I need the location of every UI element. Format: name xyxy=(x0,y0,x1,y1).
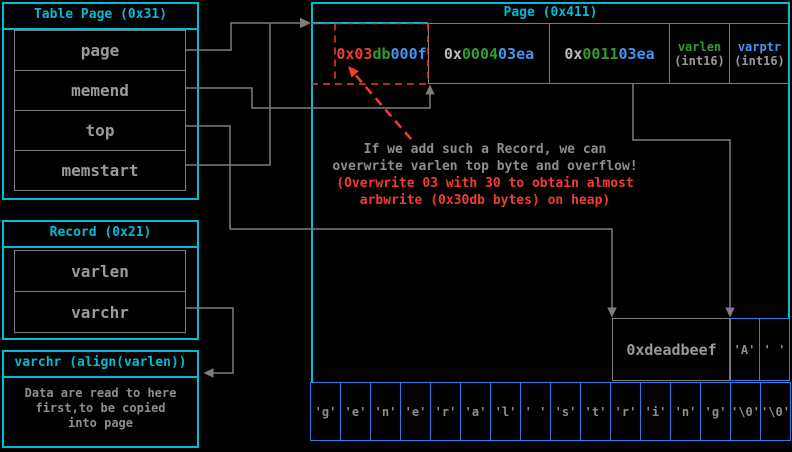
deadbeef-cell: 0xdeadbeef xyxy=(612,318,731,381)
heap-char-space: ' ' xyxy=(763,342,786,357)
string-byte-cell: 'e' xyxy=(400,382,431,441)
varptr-value: 03ea xyxy=(498,44,535,63)
field-top: top xyxy=(14,110,186,151)
varptr-value: 03ea xyxy=(618,44,655,63)
string-byte-cell: 'r' xyxy=(610,382,641,441)
varchr-note-line1: Data are read to here xyxy=(24,386,177,400)
page-box-left-border xyxy=(311,2,313,382)
varlen-value: 0011 xyxy=(582,44,619,63)
heap-char-A: 'A' xyxy=(733,342,756,357)
field-memend: memend xyxy=(14,70,186,111)
annotation-red-line1: (Overwrite 03 with 30 to obtain almost xyxy=(336,176,634,191)
string-byte-cell: 'g' xyxy=(700,382,731,441)
arrowhead-into-varchr xyxy=(203,368,214,378)
arrowhead-top xyxy=(607,307,617,318)
varlen-high-byte: 0x03 xyxy=(336,44,373,63)
varchr-buffer-box: varchr (align(varlen)) Data are read to … xyxy=(2,350,199,448)
string-byte-cell: 'n' xyxy=(370,382,401,441)
page-box-top-border xyxy=(311,2,790,4)
varlen-column-name: varlen xyxy=(677,39,722,54)
string-byte-cell: 'g' xyxy=(310,382,341,441)
record-fields: varlen varchr xyxy=(14,250,186,333)
field-memstart-label: memstart xyxy=(61,161,139,180)
hex-prefix: 0x xyxy=(443,44,462,63)
deadbeef-value: 0xdeadbeef xyxy=(626,340,717,359)
hex-prefix: 0x xyxy=(564,44,583,63)
string-byte-cell: 'r' xyxy=(430,382,461,441)
field-page-label: page xyxy=(80,41,120,60)
string-byte-cell: 't' xyxy=(580,382,611,441)
record3-hex-cell: 0x001103ea xyxy=(549,23,670,84)
varchr-note-line2: first,to be copied xyxy=(35,401,166,415)
string-byte-cell: 'e' xyxy=(340,382,371,441)
varptr-column-header: varptr (int16) xyxy=(729,23,790,84)
arrowhead-memend xyxy=(425,84,435,95)
arrowhead-into-page xyxy=(300,17,311,29)
record-hex-cell: 0x03db000f xyxy=(335,23,428,84)
table-page-fields: page memend top memstart xyxy=(14,30,186,191)
varchr-buffer-title: varchr (align(varlen)) xyxy=(4,352,197,378)
record2-hex-cell: 0x000403ea xyxy=(428,23,550,84)
varchr-note-line3: into page xyxy=(67,416,134,430)
annotation-gray-line1: If we add such a Record, we can xyxy=(363,142,607,157)
field-varchr: varchr xyxy=(14,291,186,333)
varptr-column-name: varptr xyxy=(737,39,782,54)
page-title: Page (0x411) xyxy=(503,5,598,20)
varlen-low-byte: db xyxy=(372,44,391,63)
string-byte-cell: 'a' xyxy=(460,382,491,441)
varptr-column-type: (int16) xyxy=(734,53,785,68)
varchr-buffer-note: Data are read to here first,to be copied… xyxy=(4,386,197,431)
record-title: Record (0x21) xyxy=(4,222,197,248)
varlen-column-type: (int16) xyxy=(674,53,725,68)
field-varchr-label: varchr xyxy=(71,302,129,322)
string-byte-cell: 's' xyxy=(550,382,581,441)
annotation-gray-line2: overwrite varlen top byte and overflow! xyxy=(332,159,638,174)
page-box-right-border xyxy=(788,2,790,319)
string-byte-cell: ' ' xyxy=(520,382,551,441)
varptr-value: 000f xyxy=(390,44,427,63)
string-byte-cell: '\0' xyxy=(760,382,791,441)
field-page: page xyxy=(14,30,186,71)
arrowhead-varptr xyxy=(725,307,735,318)
heap-char-cell-space: ' ' xyxy=(759,318,790,381)
table-page-title: Table Page (0x31) xyxy=(4,4,197,30)
annotation-note: If we add such a Record, we can overwrit… xyxy=(315,141,655,209)
string-byte-cell: '\0' xyxy=(730,382,761,441)
field-varlen-label: varlen xyxy=(71,261,129,281)
varlen-value: 0004 xyxy=(461,44,499,63)
annotation-red-line2: arbwrite (0x30db bytes) on heap) xyxy=(359,193,611,208)
field-memend-label: memend xyxy=(71,81,129,100)
string-byte-cell: 'i' xyxy=(640,382,671,441)
string-byte-cell: 'n' xyxy=(670,382,701,441)
field-top-label: top xyxy=(85,121,115,140)
field-memstart: memstart xyxy=(14,150,186,191)
string-byte-row: 'g' 'e' 'n' 'e' 'r' 'a' 'l' ' ' 's' 't' … xyxy=(310,382,791,441)
field-varlen: varlen xyxy=(14,250,186,292)
heap-char-cell-A: 'A' xyxy=(729,318,760,381)
string-byte-cell: 'l' xyxy=(490,382,521,441)
varlen-column-header: varlen (int16) xyxy=(669,23,730,84)
overwrite-arrow-line xyxy=(354,73,412,140)
